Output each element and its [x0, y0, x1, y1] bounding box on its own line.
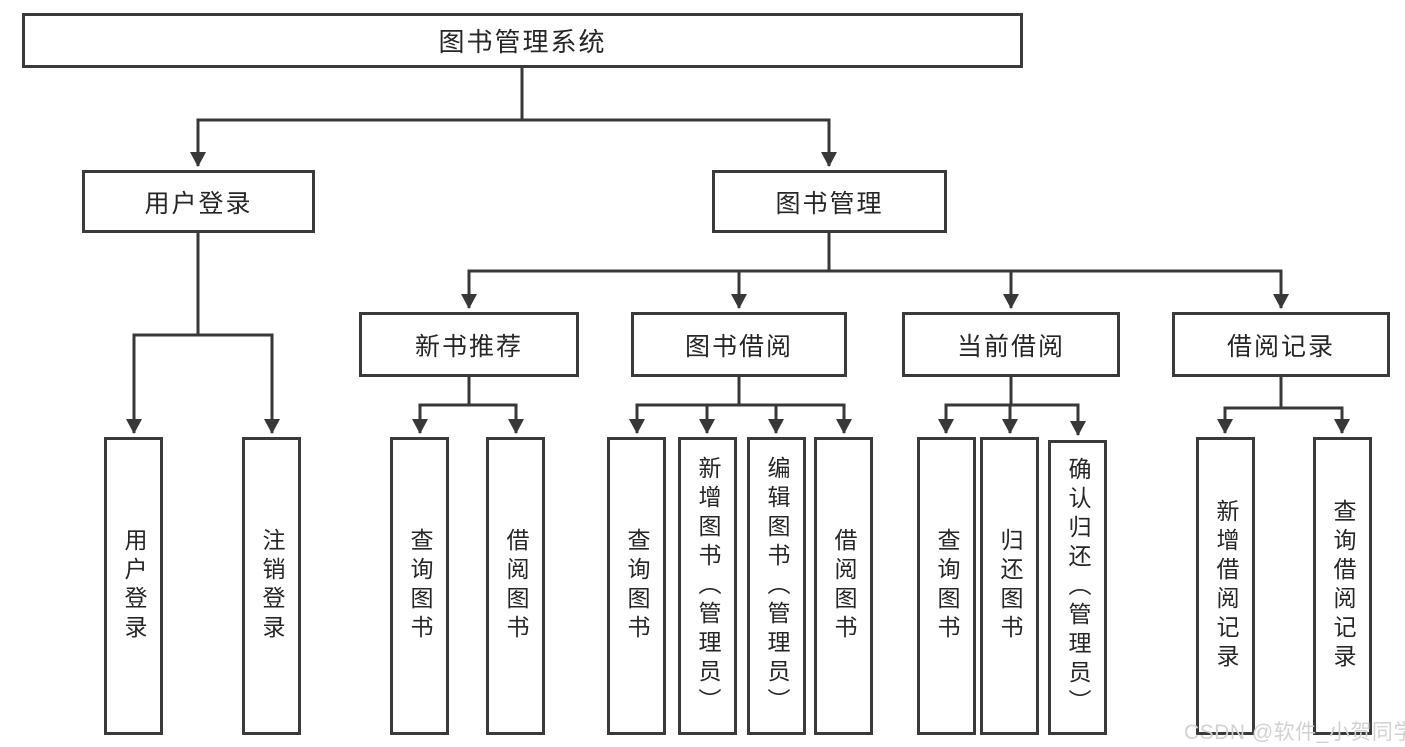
node-user-login: 用户登录	[82, 170, 315, 233]
connectors-borrowing-records-children	[1217, 377, 1350, 434]
leaf-confirm-return-admin: 确认归还（管理员）	[1048, 440, 1107, 735]
node-label: 查询借阅记录	[1330, 499, 1356, 673]
leaf-query-books-recommend: 查询图书	[390, 437, 449, 735]
leaf-borrow-books: 借阅图书	[814, 437, 873, 735]
connectors-book-borrowing-children	[629, 377, 852, 434]
csdn-watermark: CSDN @软件_小贺同学	[1184, 721, 1405, 744]
leaf-add-borrow-record: 新增借阅记录	[1196, 437, 1255, 735]
leaf-borrow-books-recommend: 借阅图书	[486, 437, 545, 735]
node-label: 查询图书	[934, 528, 960, 644]
node-label: 新增图书（管理员）	[695, 455, 721, 717]
leaf-return-books: 归还图书	[980, 437, 1039, 735]
node-system-root: 图书管理系统	[22, 13, 1023, 68]
connectors-book-management-children	[461, 233, 1289, 309]
connectors-current-borrowing-children	[938, 377, 1086, 436]
node-current-borrowing: 当前借阅	[902, 312, 1120, 377]
node-label: 注销登录	[259, 528, 285, 644]
node-label: 当前借阅	[956, 332, 1065, 361]
node-label: 新书推荐	[414, 332, 523, 361]
connectors-root-to-level2	[190, 68, 837, 167]
node-new-book-recommend: 新书推荐	[359, 312, 579, 377]
node-label: 借阅图书	[831, 528, 857, 644]
node-label: 图书借阅	[684, 332, 793, 361]
node-label: 图书管理	[775, 189, 884, 218]
node-label: 编辑图书（管理员）	[764, 455, 790, 717]
node-book-management: 图书管理	[712, 170, 947, 233]
leaf-query-books-borrowing: 查询图书	[607, 437, 666, 735]
node-label: 借阅记录	[1226, 332, 1335, 361]
connectors-user-login-children	[126, 233, 280, 434]
connectors-new-book-recommend-children	[412, 377, 524, 434]
node-label: 图书管理系统	[438, 27, 607, 57]
leaf-user-login: 用户登录	[104, 437, 163, 735]
leaf-add-books-admin: 新增图书（管理员）	[678, 437, 737, 735]
leaf-query-books-current: 查询图书	[917, 437, 976, 735]
leaf-logout: 注销登录	[242, 437, 301, 735]
leaf-query-borrow-record: 查询借阅记录	[1313, 437, 1372, 735]
node-label: 借阅图书	[503, 528, 529, 644]
node-book-borrowing: 图书借阅	[631, 312, 847, 377]
leaf-edit-books-admin: 编辑图书（管理员）	[747, 437, 806, 735]
node-label: 用户登录	[121, 528, 147, 644]
node-borrowing-records: 借阅记录	[1172, 312, 1390, 377]
node-label: 查询图书	[407, 528, 433, 644]
node-label: 确认归还（管理员）	[1065, 457, 1091, 718]
node-label: 归还图书	[997, 528, 1023, 644]
node-label: 查询图书	[624, 528, 650, 644]
node-label: 新增借阅记录	[1213, 499, 1239, 673]
node-label: 用户登录	[144, 189, 253, 218]
